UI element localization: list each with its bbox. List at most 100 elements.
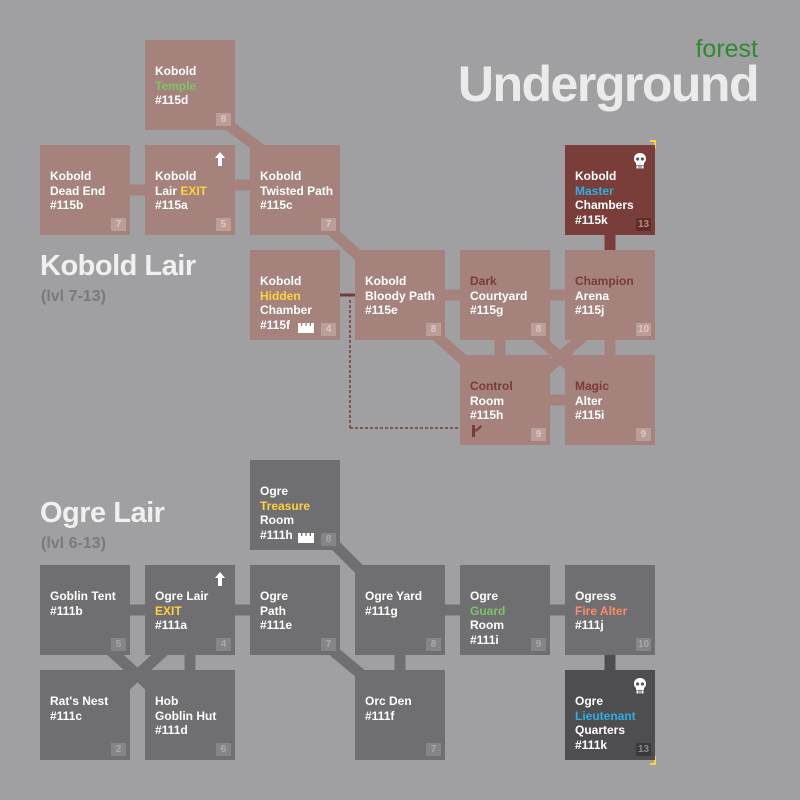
- room-label-text: Chamber: [260, 303, 313, 317]
- room-level-badge: 8: [531, 323, 546, 336]
- room-label-text: EXIT: [155, 603, 182, 618]
- room-level-badge: 4: [321, 323, 336, 336]
- room-label-text: Kobold: [365, 274, 407, 288]
- room-label-text: #111f: [365, 708, 395, 723]
- room-label-text: Kobold: [260, 274, 302, 288]
- kobold-lair-levels: (lvl 7-13): [41, 288, 106, 305]
- room-label-text: Dark: [470, 274, 497, 288]
- room-label-text: #115a: [155, 198, 188, 212]
- room-label-text: #115d: [155, 93, 189, 107]
- room-label-text: Room: [470, 393, 504, 408]
- room-label-text: #111h: [260, 527, 293, 542]
- room-level-badge: 13: [636, 743, 651, 756]
- map-title: Underground: [457, 56, 760, 112]
- room-label-text: Champion: [575, 274, 634, 288]
- room-label-text: #115i: [575, 408, 605, 422]
- ogre-lair-title: Ogre Lair: [40, 497, 165, 529]
- room-label: Rat's Nest#111c: [50, 694, 124, 723]
- room-111f[interactable]: Orc Den#111f 7: [355, 670, 445, 760]
- room-label-text: Ogre Yard: [365, 589, 423, 603]
- room-label-text: Ogress: [575, 589, 617, 603]
- room-label-text: #115h: [470, 408, 504, 422]
- room-level-badge: 7: [111, 218, 126, 231]
- room-label-text: #115k: [575, 212, 608, 227]
- map-subtitle: forest: [695, 35, 758, 63]
- room-label-text: Treasure: [260, 498, 311, 513]
- room-level-badge: 4: [216, 638, 231, 651]
- room-label-text: Magic: [575, 379, 610, 393]
- room-level-badge: 8: [426, 323, 441, 336]
- room-level-badge: 8: [216, 113, 231, 126]
- kobold-lair-title: Kobold Lair: [40, 250, 196, 282]
- room-level-badge: 9: [636, 428, 651, 441]
- room-label-text: Master: [575, 183, 614, 198]
- room-label-text: Kobold: [155, 64, 197, 78]
- room-level-badge: 5: [216, 218, 231, 231]
- exit-arrow-icon: [215, 152, 225, 166]
- room-level-badge: 9: [531, 638, 546, 651]
- room-label-text: Rat's Nest: [50, 694, 109, 708]
- room-label: Goblin Tent#111b: [50, 589, 124, 618]
- room-label-text: #115g: [470, 303, 504, 317]
- room-level-badge: 10: [636, 638, 651, 651]
- room-label-text: #111j: [575, 618, 604, 632]
- room-label-text: Ogre: [260, 589, 289, 603]
- room-111c[interactable]: Rat's Nest#111c 2: [40, 670, 130, 760]
- room-label: Orc Den#111f: [365, 694, 439, 723]
- room-level-badge: 7: [426, 743, 441, 756]
- room-label: Ogre Yard#111g: [365, 589, 439, 618]
- room-label-text: Dead End: [50, 183, 106, 198]
- ogre-lair-levels: (lvl 6-13): [41, 535, 106, 552]
- room-label-text: #111k: [575, 737, 608, 752]
- room-label-text: #115b: [50, 198, 84, 212]
- treasure-chest-icon: [298, 533, 314, 543]
- room-level-badge: 6: [216, 743, 231, 756]
- room-label-text: Room: [470, 618, 504, 632]
- room-label-text: Control: [470, 379, 513, 393]
- room-label-text: Ogre Lair: [155, 589, 209, 603]
- room-label-text: Fire Alter: [575, 603, 628, 618]
- exit-arrow-icon: [215, 572, 225, 586]
- room-label-text: Temple: [155, 78, 197, 93]
- room-label-text: Goblin Hut: [155, 708, 217, 723]
- room-level-badge: 2: [111, 743, 126, 756]
- room-label-text: #115f: [260, 317, 291, 332]
- room-label-text: Courtyard: [470, 288, 528, 303]
- room-level-badge: 13: [636, 218, 651, 231]
- room-label-text: Alter: [575, 393, 603, 408]
- room-label-text: Ogre: [260, 484, 289, 498]
- treasure-chest-icon: [298, 323, 314, 333]
